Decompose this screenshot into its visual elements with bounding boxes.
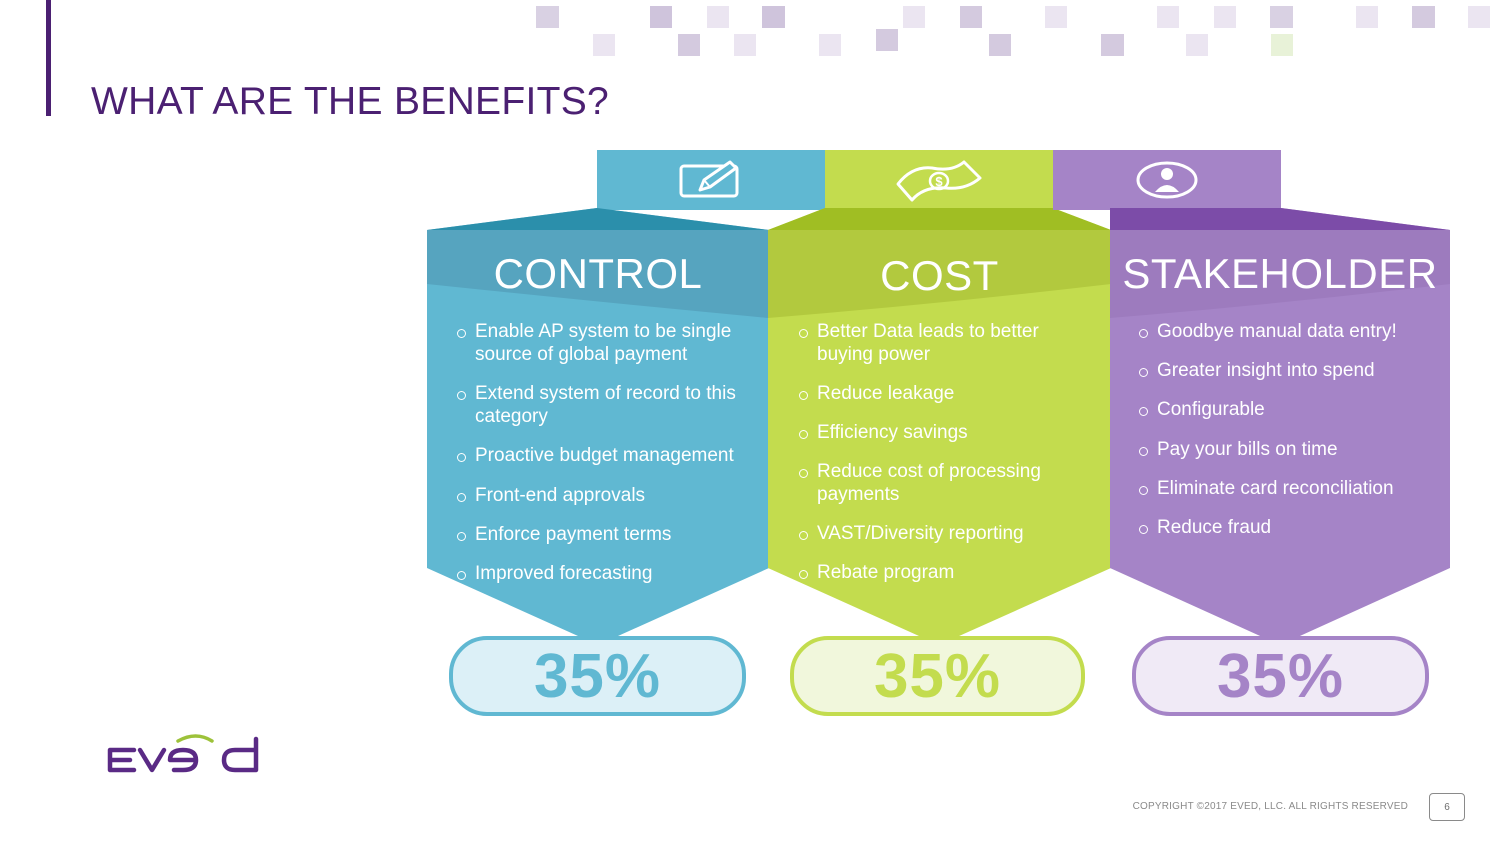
cost-chevron: [768, 208, 1111, 645]
copyright-text: COPYRIGHT ©2017 EVED, LLC. ALL RIGHTS RE…: [1132, 801, 1408, 812]
column-title-stakeholder: STAKEHOLDER: [1122, 250, 1438, 297]
tab-stakeholder: [1053, 150, 1281, 210]
page-number: 6: [1429, 793, 1465, 821]
list-item: Configurable: [1139, 398, 1444, 421]
control-chevron: [427, 208, 769, 645]
list-item: VAST/Diversity reporting: [799, 522, 1099, 545]
list-item: Enable AP system to be single source of …: [457, 320, 757, 366]
list-item: Proactive budget management: [457, 444, 757, 467]
list-item: Eliminate card reconciliation: [1139, 477, 1444, 500]
stakeholder-percent-badge: 35%: [1132, 636, 1429, 716]
column-title-cost: COST: [880, 252, 999, 299]
title-accent-bar: [46, 0, 51, 116]
slide-title: WHAT ARE THE BENEFITS?: [91, 80, 610, 123]
cost-bullet-list: Better Data leads to better buying power…: [799, 320, 1099, 584]
money-bill-icon: $: [894, 156, 984, 204]
stakeholder-chevron: [1110, 208, 1450, 645]
stakeholder-bullet-list: Goodbye manual data entry! Greater insig…: [1139, 320, 1444, 539]
eved-logo: [107, 734, 259, 773]
list-item: Reduce cost of processing payments: [799, 460, 1099, 506]
user-circle-icon: [1136, 160, 1198, 200]
column-title-control: CONTROL: [493, 250, 703, 297]
tab-control: [597, 150, 825, 210]
list-item: Greater insight into spend: [1139, 359, 1444, 382]
list-item: Rebate program: [799, 561, 1099, 584]
decorative-squares: [536, 6, 1490, 56]
list-item: Extend system of record to this category: [457, 382, 757, 428]
list-item: Goodbye manual data entry!: [1139, 320, 1444, 343]
list-item: Reduce fraud: [1139, 516, 1444, 539]
control-bullet-list: Enable AP system to be single source of …: [457, 320, 757, 585]
list-item: Enforce payment terms: [457, 523, 757, 546]
svg-text:$: $: [935, 174, 943, 189]
column-stakeholder: STAKEHOLDER Goodbye manual data entry! G…: [1053, 150, 1450, 720]
pencil-note-icon: [678, 160, 744, 200]
list-item: Pay your bills on time: [1139, 438, 1444, 461]
cost-percent-badge: 35%: [790, 636, 1085, 716]
list-item: Better Data leads to better buying power: [799, 320, 1099, 366]
column-control: CONTROL Enable AP system to be single so…: [427, 150, 825, 720]
list-item: Improved forecasting: [457, 562, 757, 585]
list-item: Efficiency savings: [799, 421, 1099, 444]
list-item: Front-end approvals: [457, 484, 757, 507]
control-percent-badge: 35%: [449, 636, 746, 716]
list-item: Reduce leakage: [799, 382, 1099, 405]
tab-cost: $: [825, 150, 1053, 210]
column-cost: $ COST Better Data leads to better buyin…: [768, 150, 1111, 720]
